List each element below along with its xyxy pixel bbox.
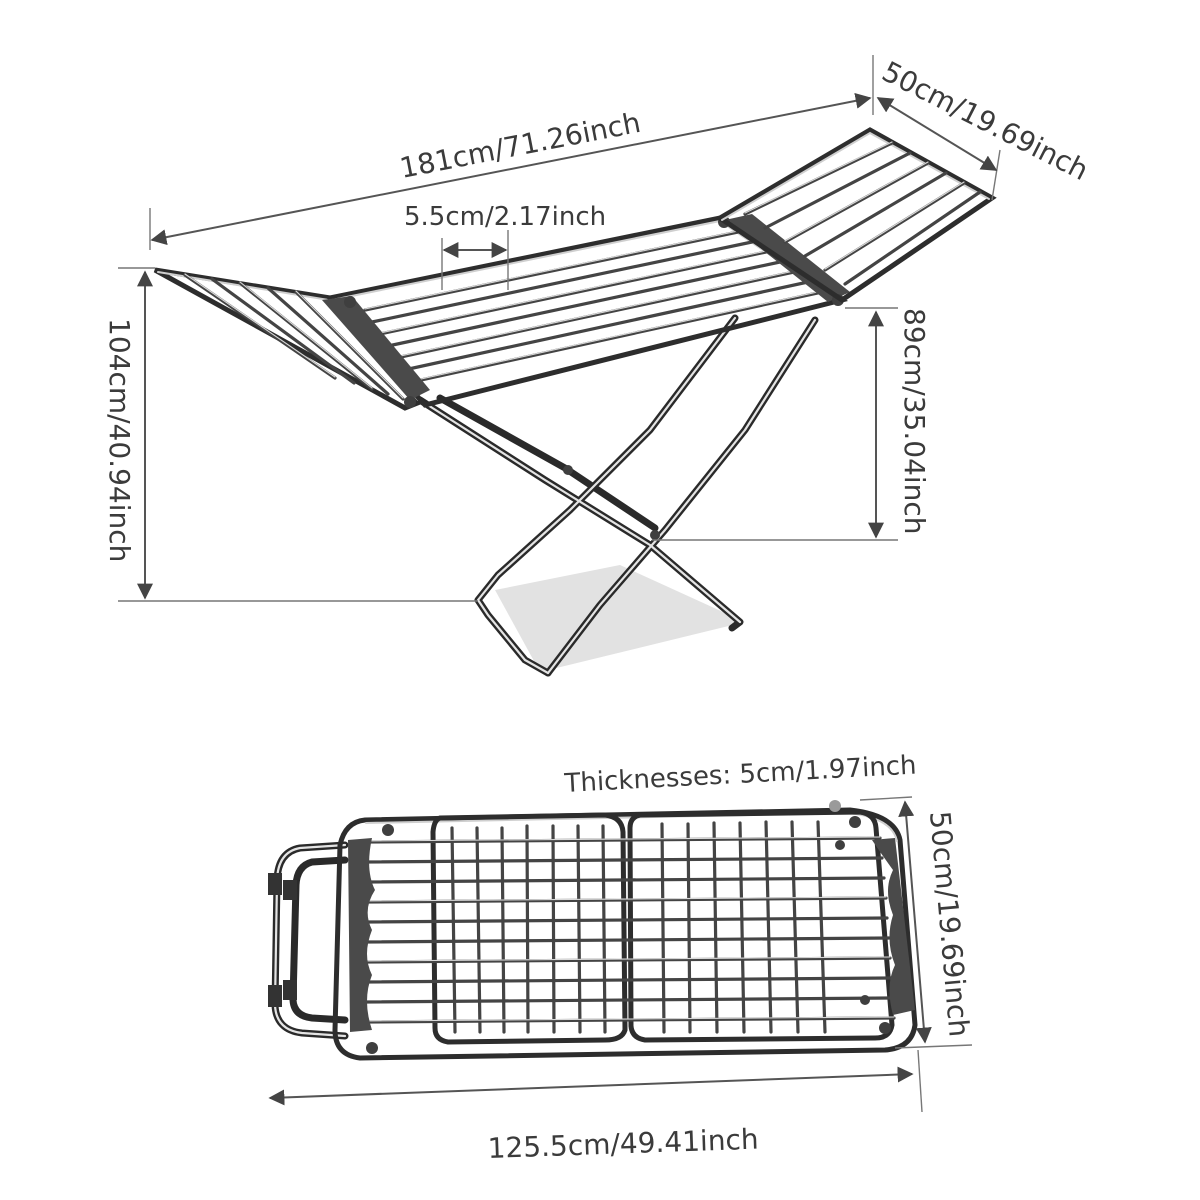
folded-length-label: 125.5cm/49.41inch: [487, 1123, 759, 1165]
total-height-label: 104cm/40.94inch: [103, 318, 136, 562]
right-wing: [715, 127, 997, 304]
folded-horizontal-rods: [363, 836, 896, 1024]
folded-depth-label: 50cm/19.69inch: [923, 810, 976, 1039]
folded-rack-illustration: [268, 800, 918, 1061]
rack-legs: [416, 314, 819, 677]
rack-height-label: 89cm/35.04inch: [898, 308, 931, 535]
wing-depth-label: 50cm/19.69inch: [877, 55, 1094, 187]
rod-spacing-label: 5.5cm/2.17inch: [404, 202, 606, 232]
overall-length-label: 181cm/71.26inch: [397, 106, 643, 185]
floor-shadow: [495, 565, 745, 672]
thickness-label: Thicknesses: 5cm/1.97inch: [563, 751, 917, 799]
center-section: [322, 214, 850, 408]
